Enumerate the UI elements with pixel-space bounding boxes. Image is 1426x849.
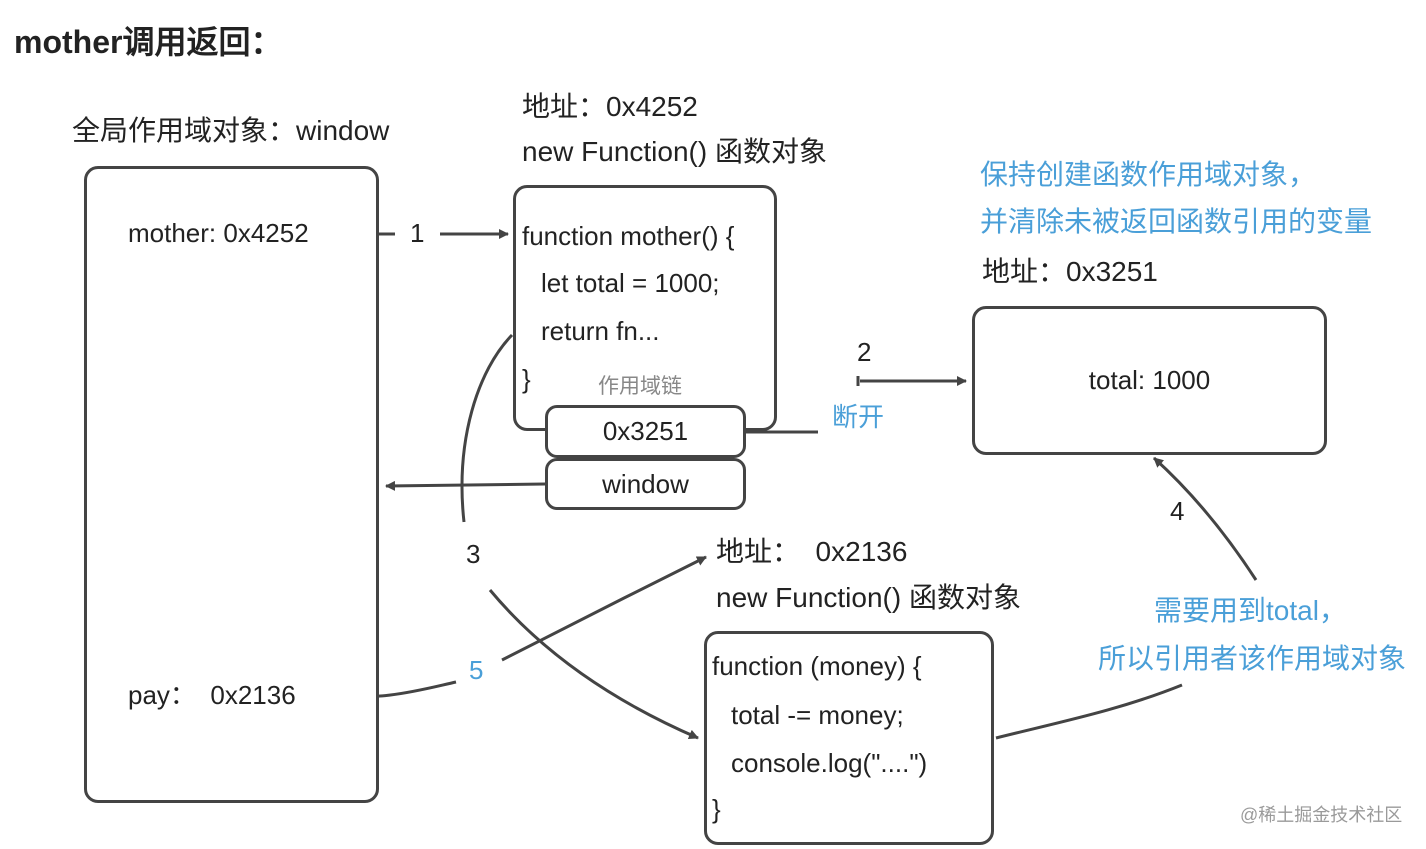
scope-chain-closure-ref: 0x3251 <box>545 405 746 458</box>
arrow-3-upper-curve <box>460 333 514 523</box>
step-5-label: 5 <box>469 655 484 685</box>
pay-variable-entry: pay： 0x2136 <box>128 680 296 710</box>
pay-code-line-3: console.log("....") <box>731 748 928 778</box>
reference-note-line-2: 所以引用者该作用域对象 <box>1098 643 1407 674</box>
mother-code-line-3: return fn... <box>541 316 660 346</box>
disconnect-label: 断开 <box>832 402 885 432</box>
pay-code-line-4: } <box>712 794 721 824</box>
step-4-label: 4 <box>1170 496 1185 526</box>
page-title: mother调用返回： <box>14 24 283 60</box>
scope-chain-closure-ref-text: 0x3251 <box>602 416 689 446</box>
scope-chain-window-ref: window <box>545 458 746 510</box>
arrow-4-end <box>1152 456 1258 581</box>
pay-fn-box <box>704 631 994 845</box>
closure-scope-address: 地址：0x3251 <box>982 256 1158 287</box>
mother-fn-address: 地址：0x4252 <box>522 91 698 122</box>
closure-note-line-2: 并清除未被返回函数引用的变量 <box>980 206 1373 237</box>
mother-code-line-1: function mother() { <box>522 221 735 251</box>
watermark: @稀土掘金技术社区 <box>1240 805 1403 825</box>
reference-note-line-1: 需要用到total， <box>1154 595 1347 626</box>
closure-note-line-1: 保持创建函数作用域对象， <box>980 159 1317 190</box>
closure-scope-box: total: 1000 <box>972 306 1327 455</box>
scope-chain-window-ref-text: window <box>602 468 689 499</box>
global-scope-label: 全局作用域对象：window <box>72 115 390 146</box>
arrow-5-end <box>501 555 707 662</box>
pay-code-line-1: function (money) { <box>712 651 922 681</box>
arrow-3-lower-curve <box>488 589 699 740</box>
arrow-4-start <box>995 683 1183 740</box>
step-3-label: 3 <box>466 539 481 569</box>
mother-code-line-4: } <box>522 364 531 394</box>
step-1-label: 1 <box>410 218 425 248</box>
pay-code-line-2: total -= money; <box>731 700 904 730</box>
mother-variable-entry: mother: 0x4252 <box>128 220 313 246</box>
global-scope-box <box>84 166 379 803</box>
closure-scope-content: total: 1000 <box>1088 365 1211 395</box>
window-link-arrow <box>385 480 546 491</box>
pay-fn-address: 地址： 0x2136 <box>716 536 908 567</box>
step-2-label: 2 <box>857 337 872 367</box>
mother-code-line-2: let total = 1000; <box>541 268 720 298</box>
pay-fn-kind: new Function() 函数对象 <box>716 582 1021 613</box>
scope-chain-label: 作用域链 <box>598 375 682 398</box>
mother-fn-kind: new Function() 函数对象 <box>522 136 827 167</box>
